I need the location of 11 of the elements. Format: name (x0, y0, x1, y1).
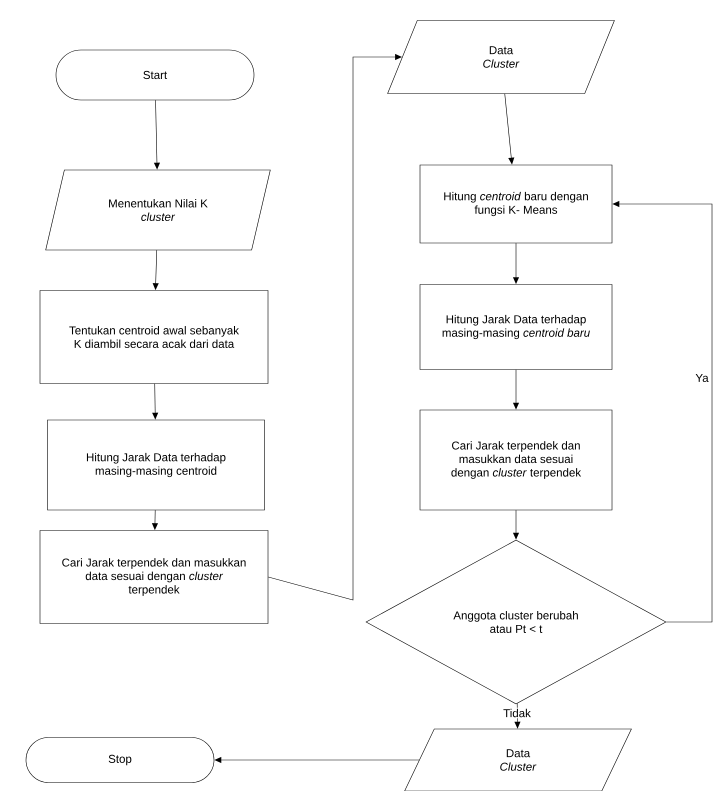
process-box: Hitung Jarak Data terhadap masing-masing centroid baru (420, 284, 612, 370)
process-box: Hitung centroid baru dengan fungsi K- Means (420, 164, 612, 244)
process-box: Hitung Jarak Data terhadap masing-masing centroid (47, 420, 265, 510)
process-box: Cari Jarak terpendek dan masukkan data sesuai dengan cluster terpendek (420, 410, 612, 510)
data-parallelogram: Data Cluster (387, 20, 615, 94)
data-parallelogram: Data Cluster (404, 728, 632, 791)
edge-label: Tidak (502, 708, 532, 718)
edge-label: Ya (694, 373, 710, 384)
data-parallelogram: Menentukan Nilai K cluster (45, 170, 271, 250)
process-box: Cari Jarak terpendek dan masukkan data sesuai dengan cluster terpendek (40, 530, 268, 624)
process-box: Tentukan centroid awal sebanyak K diambil secara acak dari data (40, 290, 268, 384)
